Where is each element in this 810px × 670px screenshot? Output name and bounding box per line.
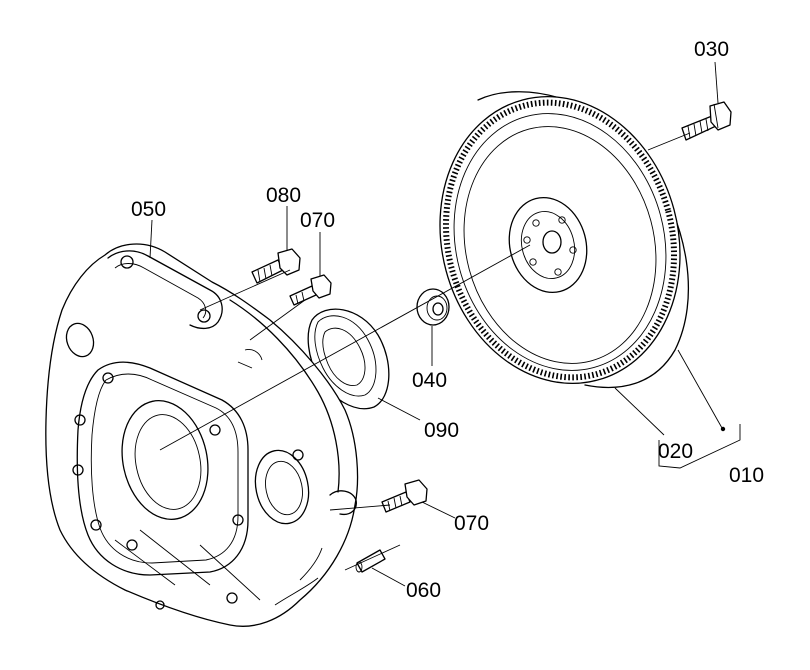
housing-bolt xyxy=(251,248,301,284)
label-060: 060 xyxy=(406,579,441,602)
label-050: 050 xyxy=(131,198,166,221)
leader-lines xyxy=(149,61,741,587)
label-020: 020 xyxy=(658,440,693,463)
dowel-pin xyxy=(355,549,386,573)
housing-bolt-small-lower xyxy=(381,479,428,513)
label-070-lower: 070 xyxy=(454,512,489,535)
housing-bolt-small-upper xyxy=(289,274,332,306)
label-010: 010 xyxy=(729,464,764,487)
label-090: 090 xyxy=(424,419,459,442)
flywheel xyxy=(439,91,689,388)
label-040: 040 xyxy=(412,369,447,392)
label-070-upper: 070 xyxy=(300,209,335,232)
label-080: 080 xyxy=(266,184,301,207)
pilot-bearing xyxy=(416,288,450,326)
callout-labels: 050 080 070 030 040 090 020 010 070 060 xyxy=(131,38,764,602)
flywheel-housing xyxy=(45,243,359,627)
flywheel-bolt xyxy=(681,101,732,141)
label-030: 030 xyxy=(694,38,729,61)
